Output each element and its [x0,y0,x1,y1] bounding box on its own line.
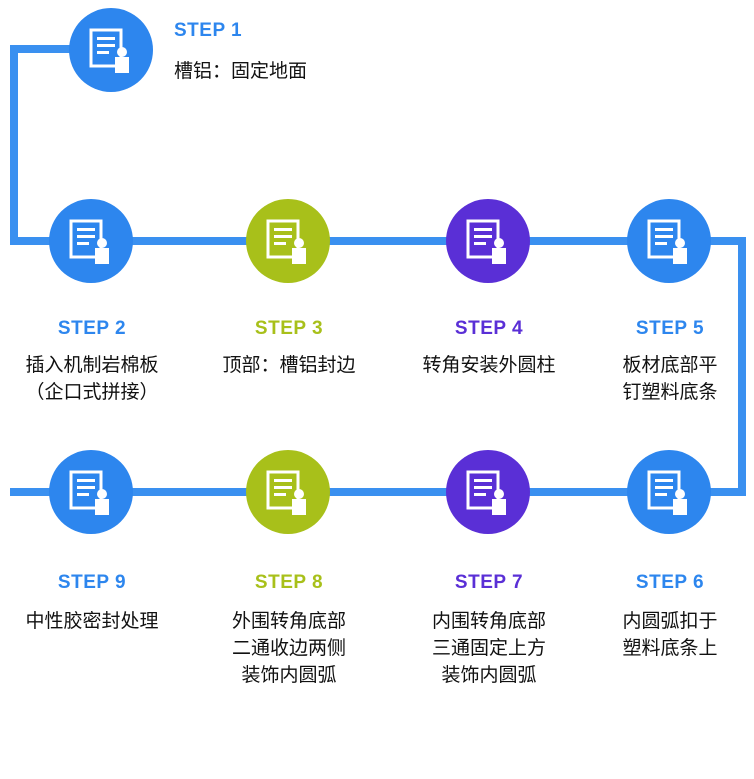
document-user-icon [67,468,115,516]
step-6-label: STEP 6 [635,572,705,593]
step-9-desc: 中性胶密封处理 [25,610,159,632]
step-6-desc: 内圆弧扣于 塑料底条上 [622,610,718,659]
step-7-desc: 内围转角底部 三通固定上方 装饰内圆弧 [431,610,547,686]
step-8-desc: 外围转角底部 二通收边两侧 装饰内圆弧 [231,610,347,686]
document-user-icon [264,217,312,265]
connector-line-row2 [10,488,746,496]
document-user-icon [645,217,693,265]
document-user-icon [264,468,312,516]
document-user-icon [67,217,115,265]
document-user-icon [464,217,512,265]
step-9-label: STEP 9 [57,572,127,593]
step-5-node [627,199,711,283]
step-3-desc: 顶部：槽铝封边 [222,354,356,376]
step-2-label: STEP 2 [57,318,127,339]
step-9-node [49,450,133,534]
step-1-desc: 槽铝：固定地面 [174,60,308,82]
step-8-node [246,450,330,534]
document-user-icon [464,468,512,516]
step-5-desc: 板材底部平 钉塑料底条 [622,354,718,403]
connector-line-left-vertical [10,45,18,245]
connector-line-right-vertical [738,237,746,496]
connector-line-row1 [10,237,746,245]
step-3-label: STEP 3 [254,318,324,339]
step-4-node [446,199,530,283]
step-7-node [446,450,530,534]
document-user-icon [87,26,135,74]
step-3-node [246,199,330,283]
connector-line-top [10,45,80,53]
step-1-label: STEP 1 [174,20,243,41]
document-user-icon [645,468,693,516]
step-8-label: STEP 8 [254,572,324,593]
step-6-node [627,450,711,534]
step-2-node [49,199,133,283]
step-5-label: STEP 5 [635,318,705,339]
step-7-label: STEP 7 [454,572,524,593]
step-2-desc: 插入机制岩棉板 （企口式拼接） [25,354,159,403]
step-4-desc: 转角安装外圆柱 [422,354,556,376]
step-1-node [69,8,153,92]
step-4-label: STEP 4 [454,318,524,339]
